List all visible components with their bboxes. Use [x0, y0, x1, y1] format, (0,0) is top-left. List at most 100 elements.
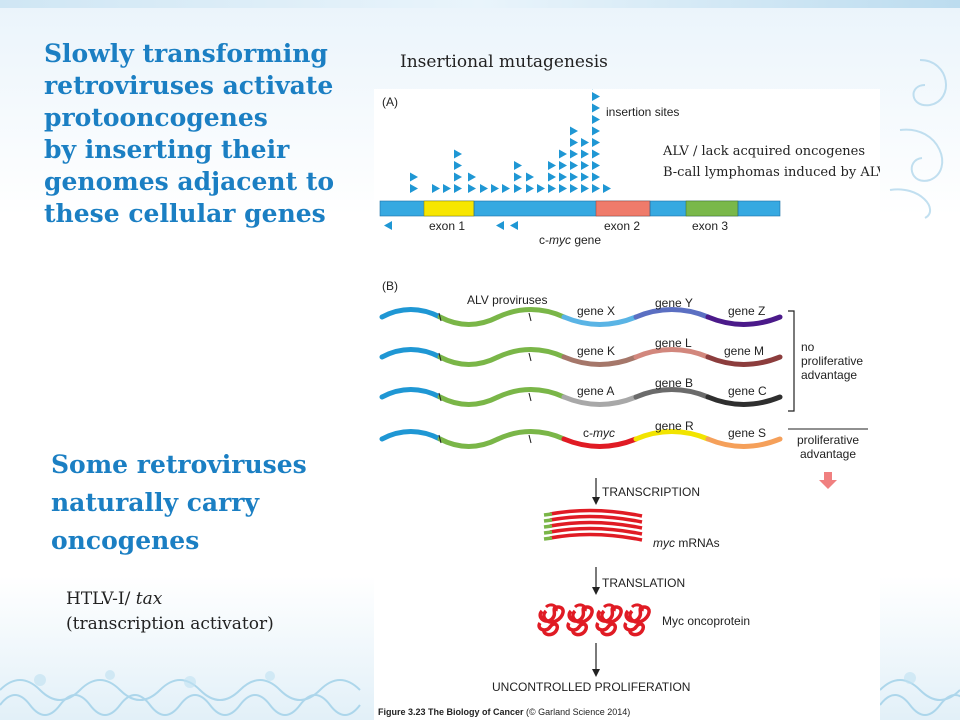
oncoprotein-blob: [537, 603, 565, 637]
insertion-sites-markers: [410, 89, 611, 193]
insertion-site-marker: [592, 149, 600, 159]
reverse-insertion-markers: [384, 221, 518, 230]
ltr-tick: [528, 312, 532, 322]
wave-segment: [633, 307, 711, 320]
insertion-site-marker: [454, 149, 462, 159]
figure-panel: (A) insertion sites ALV / lack acquired …: [374, 89, 880, 720]
wave-segment: [437, 394, 501, 407]
advantage-line1: proliferative: [797, 433, 859, 447]
insertion-site-marker: [548, 172, 556, 182]
mrna-cap: [543, 524, 553, 529]
wave-segment: [495, 429, 567, 442]
insertion-site-marker: [454, 184, 462, 193]
headline-line: genomes adjacent to: [44, 167, 335, 196]
translation-label: TRANSLATION: [602, 576, 685, 590]
alv-note-line1: ALV / lack acquired oncogenes: [662, 144, 865, 159]
mrna-cap: [543, 536, 553, 541]
subheading-line: naturally carry: [51, 488, 259, 517]
insertion-site-marker: [548, 184, 556, 193]
mrna-suffix: mRNAs: [675, 536, 720, 550]
htlv-note-line1: HTLV-I/ tax: [66, 587, 274, 612]
no-advantage-line3: advantage: [801, 368, 857, 382]
insertion-site-marker: [491, 184, 499, 193]
wave-segment: [437, 354, 501, 367]
insertion-site-marker: [410, 184, 418, 193]
insertion-site-marker: [559, 184, 567, 193]
wave-segment: [379, 387, 443, 400]
insertion-site-marker: [581, 149, 589, 159]
alv-note-line2: B-call lymphomas induced by ALV: [663, 165, 880, 180]
alv-proviruses-label: ALV proviruses: [467, 293, 547, 307]
ltr-tick: [438, 312, 442, 322]
c-myc-suffix: gene: [571, 233, 601, 247]
ltr-tick: [528, 434, 532, 444]
insertion-site-marker: [581, 184, 589, 193]
no-advantage-line2: proliferative: [801, 354, 863, 368]
reverse-insertion-marker: [510, 221, 518, 230]
insertion-site-marker: [592, 126, 600, 136]
oncoprotein-label: Myc oncoprotein: [662, 614, 750, 628]
wave-segment: [705, 436, 783, 449]
headline-line: these cellular genes: [44, 199, 326, 228]
insertion-site-marker: [570, 149, 578, 159]
insertion-site-marker: [454, 172, 462, 182]
wave-segment: [705, 354, 783, 367]
headline-line: protooncogenes: [44, 103, 268, 132]
subheading-line: oncogenes: [51, 526, 200, 555]
mrna-cap: [543, 518, 553, 523]
exon-1-label: exon 1: [429, 219, 465, 233]
mrna-cap: [543, 530, 553, 535]
headline-line: Slowly transforming: [44, 39, 328, 68]
insertion-site-marker: [537, 184, 545, 193]
htlv-prefix: HTLV-I/: [66, 589, 136, 609]
wave-segment: [495, 347, 567, 360]
c-myc-row-italic: myc: [593, 426, 615, 440]
ltr-tick: [438, 434, 442, 444]
wave-segment: [495, 387, 567, 400]
exon-3-block: [685, 200, 739, 217]
insertion-site-marker: [526, 172, 534, 182]
reverse-insertion-marker: [496, 221, 504, 230]
insertion-site-marker: [559, 161, 567, 170]
wave-segment: [561, 314, 639, 327]
insertion-site-marker: [468, 172, 476, 182]
insertion-site-marker: [592, 89, 593, 90]
htlv-note: HTLV-I/ tax (transcription activator): [66, 587, 274, 637]
htlv-note-line2: (transcription activator): [66, 614, 274, 634]
insertion-site-marker: [592, 172, 600, 182]
insertion-sites-label: insertion sites: [606, 105, 679, 119]
insertion-site-marker: [514, 172, 522, 182]
insertion-site-marker: [592, 92, 600, 101]
wave-segment: [437, 436, 501, 449]
no-advantage-bracket: [788, 310, 795, 412]
insertion-site-marker: [570, 138, 578, 147]
insertion-site-marker: [603, 184, 611, 193]
mrna-strand: [549, 526, 643, 536]
insertion-site-marker: [443, 184, 451, 193]
insertion-site-marker: [559, 149, 567, 159]
insertion-site-marker: [570, 161, 578, 170]
mrna-strand: [549, 520, 643, 530]
subheading-line: Some retroviruses: [51, 450, 307, 479]
insertion-site-marker: [592, 161, 600, 170]
insertion-site-marker: [514, 184, 522, 193]
transcription-label: TRANSCRIPTION: [602, 485, 700, 499]
gene-k-label: gene K: [577, 344, 615, 358]
insertion-site-marker: [432, 184, 440, 193]
ltr-tick: [528, 392, 532, 402]
wave-segment: [561, 394, 639, 407]
myc-oncoprotein-blobs: [537, 603, 651, 637]
wave-segment: [379, 347, 443, 360]
c-myc-prefix: c-: [539, 233, 549, 247]
panel-a-label: (A): [382, 95, 398, 109]
c-myc-gene-bar: [379, 200, 781, 217]
subheading: Some retroviruses naturally carry oncoge…: [51, 446, 351, 560]
insertion-site-marker: [581, 161, 589, 170]
wave-segment: [437, 314, 501, 327]
gene-z-label: gene Z: [728, 304, 765, 318]
insertion-site-marker: [559, 172, 567, 182]
c-myc-row-prefix: c-: [583, 426, 593, 440]
insertion-site-marker: [480, 184, 488, 193]
figure-title: Insertional mutagenesis: [400, 52, 608, 72]
insertion-site-marker: [570, 172, 578, 182]
